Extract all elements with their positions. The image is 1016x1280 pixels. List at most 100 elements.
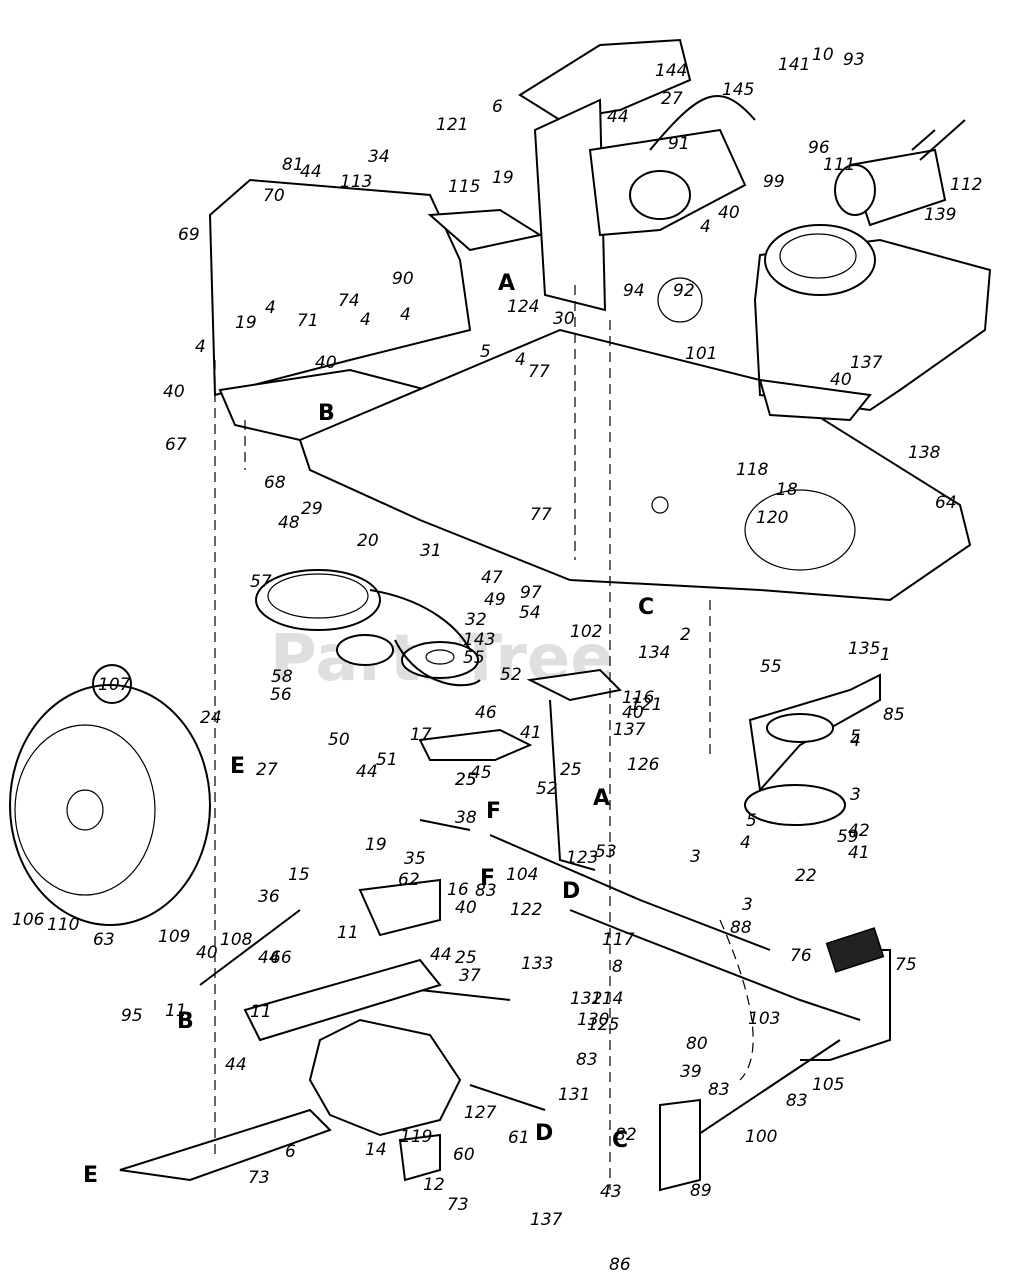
spring-61: [469, 1084, 546, 1111]
part-label: 83: [576, 1050, 598, 1070]
part-label: 122: [510, 900, 542, 920]
part-label: 58: [271, 667, 293, 687]
steering-column-plate: [533, 98, 607, 312]
guide-line-4: [719, 919, 754, 1081]
part-label: 113: [340, 172, 372, 192]
part-label: 94: [623, 281, 645, 301]
main-frame-plate: [298, 328, 972, 602]
part-label: 41: [520, 723, 542, 743]
part-label: 40: [455, 898, 477, 918]
axle-tube: [119, 1108, 332, 1182]
part-label: 97: [520, 583, 542, 603]
engine-grille: [779, 233, 857, 279]
reference-letter: C: [638, 595, 654, 620]
part-label: 16: [447, 880, 469, 900]
shift-bracket-66: [243, 958, 442, 1042]
part-label: 102: [570, 622, 602, 642]
part-label: 30: [553, 309, 575, 329]
part-label: 40: [196, 943, 218, 963]
part-label: 34: [368, 147, 390, 167]
part-label: 57: [250, 572, 272, 592]
part-label: 93: [843, 50, 865, 70]
shift-lever-plate: [358, 878, 441, 937]
part-label: 40: [718, 203, 740, 223]
part-label: 109: [158, 927, 190, 947]
engine-base: [758, 378, 872, 422]
reference-letter: E: [230, 754, 245, 779]
part-label: 35: [404, 849, 426, 869]
part-label: 99: [763, 172, 785, 192]
part-label: 48: [278, 513, 300, 533]
part-label: 11: [250, 1002, 272, 1022]
part-label: 40: [622, 703, 644, 723]
part-label: 44: [300, 162, 322, 182]
part-label: 8: [612, 957, 623, 977]
part-label: 83: [708, 1080, 730, 1100]
part-label: 24: [200, 708, 222, 728]
part-label: 53: [595, 842, 617, 862]
part-label: 125: [587, 1015, 619, 1035]
part-label: 44: [430, 945, 452, 965]
part-label: 134: [638, 643, 670, 663]
part-label: 19: [365, 835, 387, 855]
part-label: 25: [455, 770, 477, 790]
part-label: 101: [685, 344, 717, 364]
part-label: 27: [256, 760, 278, 780]
part-label: 118: [736, 460, 769, 480]
part-label: 55: [463, 648, 485, 668]
muffler-end: [834, 164, 876, 216]
callout-circle: [92, 664, 132, 704]
part-label: 116: [622, 688, 655, 708]
part-label: 105: [812, 1075, 844, 1095]
part-label: 4: [850, 731, 861, 751]
reference-letter: D: [535, 1121, 553, 1146]
part-label: 68: [264, 473, 286, 493]
part-label: 96: [808, 138, 830, 158]
part-label: 52: [536, 779, 558, 799]
part-label: 19: [492, 168, 514, 188]
part-label: 92: [673, 281, 695, 301]
part-label: 45: [470, 763, 492, 783]
part-label: 137: [530, 1210, 563, 1230]
transaxle-housing: [308, 1018, 462, 1137]
left-frame-panel: [208, 178, 472, 397]
part-label: 121: [630, 695, 662, 715]
control-rod: [489, 834, 771, 951]
frame-hole-1: [657, 277, 703, 323]
part-label: 110: [47, 915, 79, 935]
part-label: 2: [680, 625, 691, 645]
part-label: 74: [338, 291, 360, 311]
part-label: 36: [258, 887, 280, 907]
part-label: 83: [786, 1091, 808, 1111]
reference-letter: A: [593, 786, 610, 811]
part-label: 3: [690, 847, 701, 867]
part-label: 82: [615, 1125, 637, 1145]
part-label: 49: [484, 590, 506, 610]
reference-letter: C: [612, 1128, 628, 1153]
transaxle-plate-12: [398, 1133, 441, 1182]
part-label: 130: [577, 1010, 609, 1030]
spring-38: [419, 819, 471, 831]
part-label: 137: [613, 720, 646, 740]
part-label: 44: [356, 762, 378, 782]
circled-part-label: 107: [98, 675, 131, 695]
frame-cutout: [744, 489, 856, 571]
part-label: 4: [400, 305, 411, 325]
reference-letter: F: [480, 866, 495, 891]
muffler-pipe: [911, 119, 966, 161]
reference-letter: E: [83, 1163, 98, 1188]
tensioner-bracket: [526, 668, 623, 702]
reference-letter: A: [498, 271, 515, 296]
part-label: 62: [398, 870, 420, 890]
part-label: 73: [447, 1195, 469, 1215]
part-label: 44: [258, 948, 280, 968]
idler-pulley: [401, 641, 479, 679]
part-label: 120: [756, 508, 788, 528]
part-label: 124: [507, 297, 539, 317]
part-label: 138: [908, 443, 941, 463]
reference-letter: B: [318, 401, 335, 426]
part-label: 14: [365, 1140, 387, 1160]
part-label: 20: [357, 531, 379, 551]
part-label: 123: [566, 848, 598, 868]
